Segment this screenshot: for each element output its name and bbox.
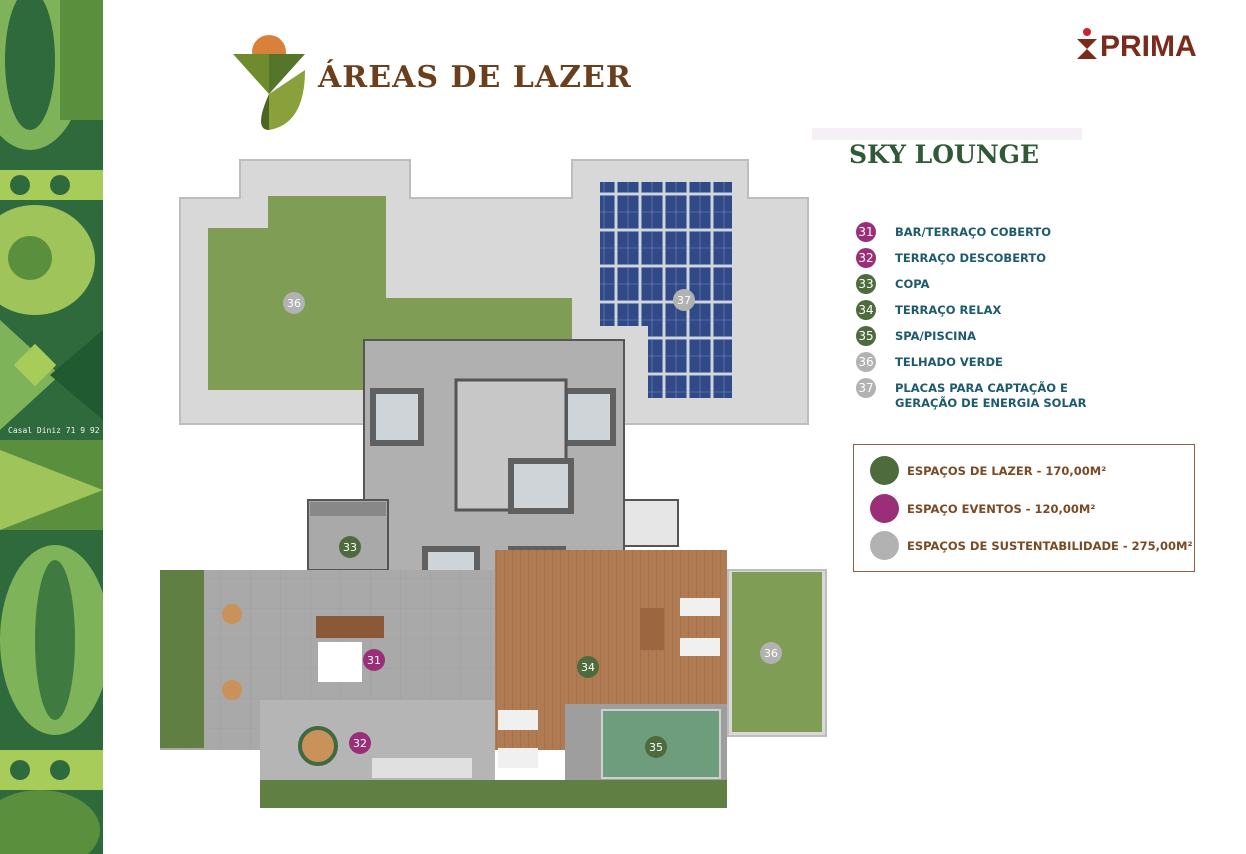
page-title: ÁREAS DE LAZER <box>318 60 632 95</box>
area-row: ESPAÇOS DE LAZER - 170,00M² <box>870 456 1106 485</box>
legend-number-badge: 34 <box>856 300 876 320</box>
legend-label: BAR/TERRAÇO COBERTO <box>895 225 1052 239</box>
prima-logo-icon <box>1077 28 1097 59</box>
floor-plan: 36 37 33 31 34 36 32 35 <box>160 159 827 808</box>
plan-marker-label: 36 <box>287 297 301 310</box>
plan-marker-label: 33 <box>343 541 357 554</box>
legend-number-badge: 36 <box>856 352 876 372</box>
plan-marker: 31 <box>363 649 385 671</box>
legend-item: 34 TERRAÇO RELAX <box>856 300 1116 326</box>
plan-marker: 34 <box>577 656 599 678</box>
plan-marker-label: 36 <box>764 647 778 660</box>
area-label: ESPAÇO EVENTOS - 120,00M² <box>907 501 1096 516</box>
legend-label: PLACAS PARA CAPTAÇÃO E GERAÇÃO DE ENERGI… <box>895 378 1087 411</box>
legend-label-line: PLACAS PARA CAPTAÇÃO E <box>895 381 1068 395</box>
legend-label: TELHADO VERDE <box>895 355 1003 369</box>
legend-item: 31 BAR/TERRAÇO COBERTO <box>856 222 1116 248</box>
legend-number-badge: 31 <box>856 222 876 242</box>
plan-marker: 36 <box>760 642 782 664</box>
leaf-logo-icon <box>233 35 305 130</box>
legend-label: TERRAÇO RELAX <box>895 303 1002 317</box>
legend-item: 37 PLACAS PARA CAPTAÇÃO E GERAÇÃO DE ENE… <box>856 378 1116 418</box>
plan-marker-label: 31 <box>367 654 381 667</box>
sidebar-pattern-icon <box>0 0 103 854</box>
legend-label: SPA/PISCINA <box>895 329 976 343</box>
solar-panel-icon <box>648 326 732 398</box>
plan-marker: 35 <box>645 736 667 758</box>
brand-name: PRIMA <box>1100 30 1197 63</box>
planter <box>160 570 204 748</box>
area-label: ESPAÇOS DE LAZER - 170,00M² <box>907 463 1107 478</box>
legend-list: 31 BAR/TERRAÇO COBERTO 32 TERRAÇO DESCOB… <box>856 222 1116 418</box>
legend-label-line: GERAÇÃO DE ENERGIA SOLAR <box>895 396 1087 410</box>
areas-summary-box: ESPAÇOS DE LAZER - 170,00M² ESPAÇO EVENT… <box>853 444 1195 572</box>
area-row: ESPAÇO EVENTOS - 120,00M² <box>870 494 1095 523</box>
legend-label: COPA <box>895 277 930 291</box>
planter <box>260 780 727 808</box>
area-label: ESPAÇOS DE SUSTENTABILIDADE - 275,00M² <box>907 538 1193 553</box>
legend-number-badge: 35 <box>856 326 876 346</box>
legend-item: 33 COPA <box>856 274 1116 300</box>
pool-icon <box>601 709 721 779</box>
solar-panel-icon <box>600 182 732 326</box>
plan-marker: 32 <box>349 732 371 754</box>
legend-item: 36 TELHADO VERDE <box>856 352 1116 378</box>
area-color-dot <box>870 531 899 560</box>
plan-marker-label: 37 <box>677 294 691 307</box>
legend-item: 35 SPA/PISCINA <box>856 326 1116 352</box>
section-title: SKY LOUNGE <box>849 140 1040 169</box>
legend-item: 32 TERRAÇO DESCOBERTO <box>856 248 1116 274</box>
legend-label: TERRAÇO DESCOBERTO <box>895 251 1047 265</box>
legend-number-badge: 33 <box>856 274 876 294</box>
legend-number-badge: 37 <box>856 378 876 398</box>
area-row: ESPAÇOS DE SUSTENTABILIDADE - 275,00M² <box>870 531 1193 560</box>
legend-number-badge: 32 <box>856 248 876 268</box>
plan-marker: 33 <box>339 536 361 558</box>
plan-marker: 36 <box>283 292 305 314</box>
section-divider <box>812 128 1082 140</box>
plan-marker: 37 <box>673 289 695 311</box>
watermark-text: Casal Diniz 71 9 92 <box>8 426 100 435</box>
plan-marker-label: 32 <box>353 737 367 750</box>
area-color-dot <box>870 456 899 485</box>
decorative-sidebar <box>0 0 103 854</box>
plan-marker-label: 35 <box>649 741 663 754</box>
area-color-dot <box>870 494 899 523</box>
plan-marker-label: 34 <box>581 661 595 674</box>
